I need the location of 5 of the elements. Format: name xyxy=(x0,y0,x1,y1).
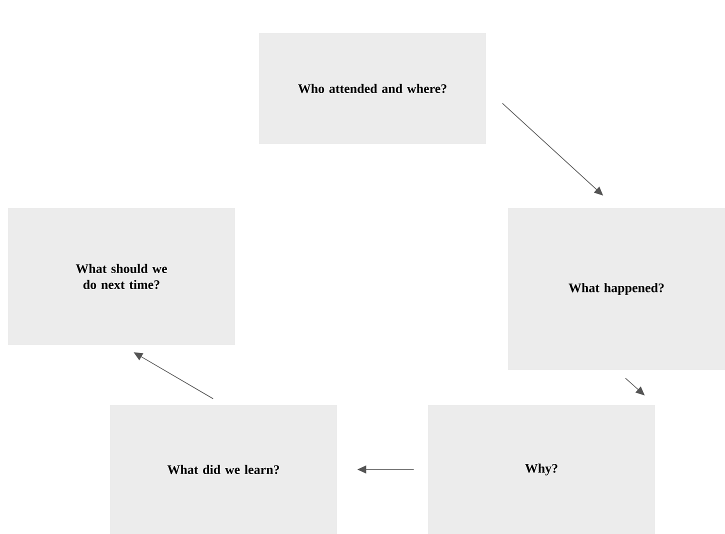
question-box: What did we learn? xyxy=(110,405,337,534)
question-box: What happened? xyxy=(508,208,725,370)
question-box: Why? xyxy=(428,405,655,534)
question-box: Who attended and where? xyxy=(259,33,486,144)
question-box: What should we do next time? xyxy=(8,208,235,345)
